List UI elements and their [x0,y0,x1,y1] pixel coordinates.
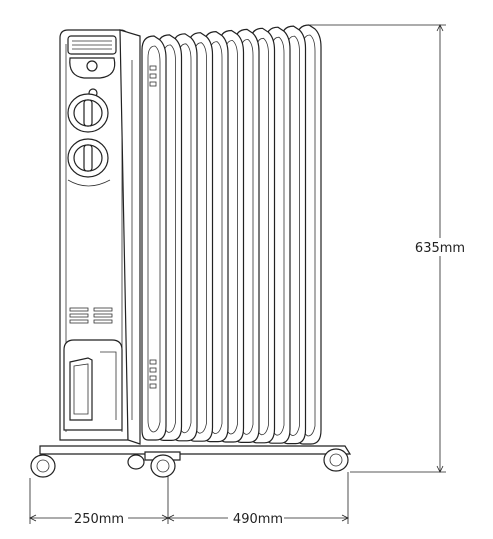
top-vent-grille [67,35,117,55]
radiator-fin-groove [147,45,161,433]
heater-drawing [30,24,352,478]
depth-dimension-label: 250mm [74,512,124,527]
fin-vent-slot [149,383,157,389]
thermostat-knob-icon [67,93,109,133]
power-knob-icon [67,138,109,178]
base-frame [39,445,352,461]
fin-vent-slot [149,367,157,373]
fin-vent-slot [149,73,157,79]
fin-vent-slot [149,359,157,365]
fin-vent-slot [149,81,157,87]
width-dimension-label: 490mm [233,512,283,527]
radiator-fin [141,35,167,441]
wheel-icon [30,448,349,478]
height-dimension-label: 635mm [415,241,465,256]
cord-storage-handle-icon [63,339,123,431]
radiator-fins [141,24,322,445]
lower-vent-slots [69,307,113,324]
fin-vent-slot [149,375,157,381]
fin-vent-slot [149,65,157,71]
